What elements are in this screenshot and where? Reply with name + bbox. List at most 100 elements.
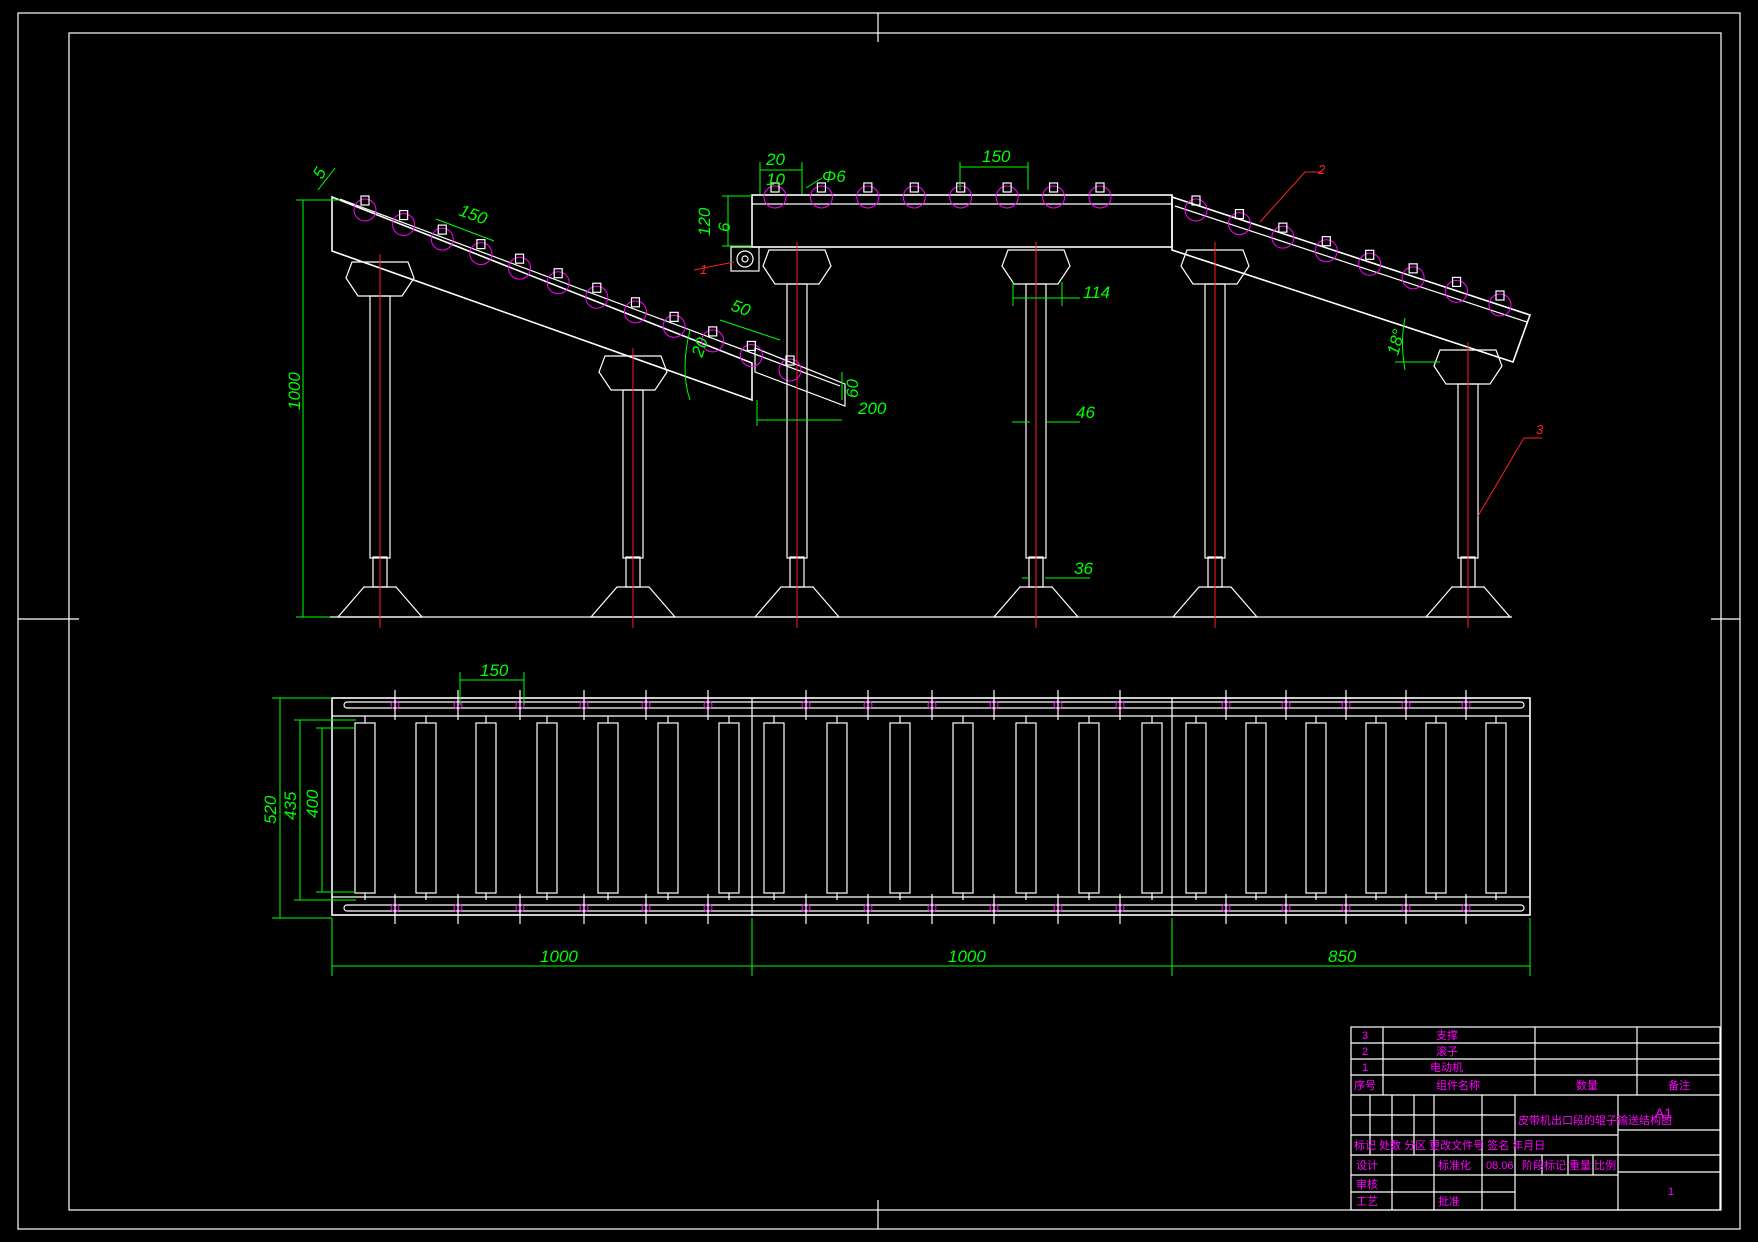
roller-bracket [437,224,447,235]
roller-bracket [708,326,718,337]
revision-row: 标记 处数 分区 更改文件号 签名 年月日 [1354,1138,1545,1152]
plan-roller [718,722,740,894]
roller-bracket [514,253,525,264]
dim-114: 114 [1083,283,1110,302]
plan-roller [1305,722,1327,894]
roller-circle [739,343,763,367]
drawing-title: 皮带机出口段的辊子输送结构图 [1518,1113,1672,1127]
plan-roller [657,722,679,894]
roller-circle [585,285,609,309]
roller-circle [623,300,647,324]
dim-height-1000: 1000 [285,372,304,410]
roller-bracket [1495,290,1505,301]
roller-circle [1042,185,1066,209]
right-incline-section [1171,195,1532,364]
roller-bracket [1365,249,1375,260]
flat-section-rollers [763,182,1112,209]
roller-bracket [1234,208,1245,220]
callout-1: 1 [700,262,707,277]
part-3-no: 3 [1362,1030,1368,1042]
roller-circle [1358,252,1382,276]
roller-bracket [746,340,756,352]
roller-circle [778,358,802,382]
outer-border [17,12,1741,1230]
plan-outline [331,697,1531,916]
header-remark: 备注 [1668,1078,1690,1092]
roller-bracket [785,355,795,366]
plan-dim-435: 435 [281,791,300,820]
sheet-number: 1 [1668,1186,1674,1198]
leg-clamp [1180,249,1250,285]
leg-base [589,586,677,618]
leg-base [336,586,424,618]
plan-roller [597,722,619,894]
roller-bracket [669,311,679,322]
date-value: 08.06 [1486,1160,1514,1172]
part-2-name: 滚子 [1436,1044,1458,1058]
plan-roller [1015,722,1037,894]
roller-bracket [816,182,827,193]
right-incline-rollers [1184,195,1512,317]
roller-circle [353,198,377,222]
roller-bracket [630,297,641,308]
part-2-no: 2 [1362,1046,1368,1058]
roller-bracket [1278,222,1288,233]
roller-circle [995,185,1019,209]
roller-circle [392,213,416,237]
label-approve: 批准 [1438,1194,1460,1208]
roller-bracket [1191,195,1201,206]
roller-bracket [770,182,780,193]
callout-3: 3 [1536,422,1544,437]
roller-circle [1227,212,1251,236]
leg-base [992,586,1080,618]
roller-bracket [1321,236,1331,247]
roller-bracket [1095,182,1105,193]
header-qty: 数量 [1576,1079,1598,1092]
dim-60: 60 [843,379,862,398]
dim-200: 200 [857,399,887,418]
leg-base [1424,586,1512,618]
plan-bottom-rail [343,904,1525,912]
dim-50: 50 [729,296,754,321]
roller-circle [508,256,532,280]
leg-base [753,586,841,618]
roller-circle [856,185,880,209]
callout-2: 2 [1317,162,1326,177]
plan-roller [475,722,497,894]
roller-circle [902,185,926,209]
plan-roller [354,722,376,894]
left-incline-rail [339,198,841,387]
plan-length-3: 850 [1328,947,1357,966]
dim-150-top: 150 [982,147,1011,166]
plan-roller [763,722,785,894]
roller-circle [546,271,570,295]
support-legs [336,242,1512,628]
plan-roller [952,722,974,894]
part-1-no: 1 [1362,1062,1368,1074]
roller-circle [949,185,973,209]
plan-length-2: 1000 [948,947,986,966]
roller-bracket [1048,182,1059,193]
leg-clamp [762,249,832,285]
left-incline-frame [331,195,753,402]
left-incline-rollers [353,195,802,382]
plan-rollers [354,690,1507,924]
plan-length-1: 1000 [540,947,578,966]
roller-bracket [956,182,966,193]
roller-circle [1184,198,1208,222]
roller-circle [1314,239,1338,263]
roller-circle [1488,293,1512,317]
label-design: 设计 [1356,1159,1378,1172]
motor-shaft-icon [736,250,754,268]
roller-circle [809,185,833,209]
roller-circle [701,329,725,353]
plan-roller [415,722,437,894]
roller-bracket [592,282,602,293]
side-dimensions: 1000 5 150 50 20 60 200 20 10 [285,147,1544,618]
label-review: 审核 [1356,1177,1378,1191]
left-incline-end-plate [754,347,846,407]
right-incline-rail [1174,205,1528,323]
leg-clamp [598,355,668,391]
roller-circle [1401,266,1425,290]
dim-150-left: 150 [457,201,491,229]
